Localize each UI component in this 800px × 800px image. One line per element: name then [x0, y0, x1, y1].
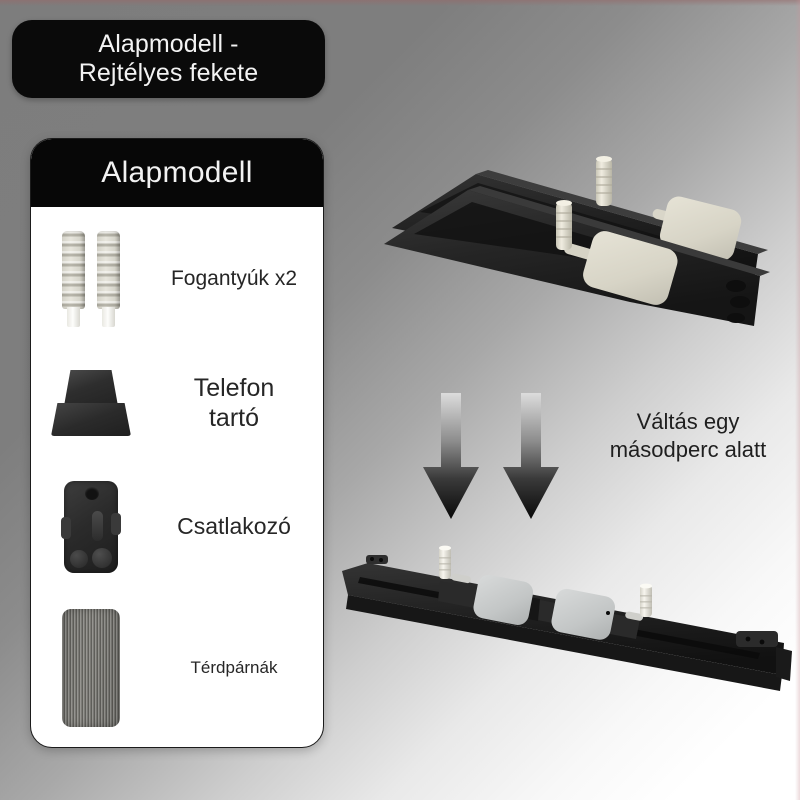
phone-holder-icon: [31, 370, 151, 436]
knee-pad-icon: [31, 609, 151, 727]
pads: [451, 573, 644, 640]
parts-list-item: Telefon tartó: [31, 345, 323, 461]
handle-post-right: [640, 583, 652, 617]
parts-card-body: Fogantyúk x2 Telefon tartó: [31, 207, 323, 747]
holder-lower-shape: [51, 403, 131, 436]
speed-caption: Váltás egy másodperc alatt: [609, 409, 767, 463]
handle-icon-right: [97, 231, 120, 327]
down-arrow-icon-right: [503, 393, 559, 519]
connector-boss-left: [70, 550, 88, 568]
down-arrow-icon-left: [423, 393, 479, 519]
parts-list-item-label: Fogantyúk x2: [170, 267, 298, 291]
handle-icon-left: [62, 231, 85, 327]
handle-post-rear: [596, 156, 612, 206]
parts-list-item-label: Csatlakozó: [177, 513, 291, 540]
parts-list-item-label: Térdpárnák: [190, 657, 278, 677]
parts-list-item: Térdpárnák: [31, 593, 323, 743]
connector-tab-left: [61, 517, 71, 539]
title-badge-text: Alapmodell - Rejtélyes fekete: [78, 29, 259, 88]
connector-boss-right: [92, 548, 112, 568]
handle-post-front: [556, 200, 572, 250]
parts-list-item: Fogantyúk x2: [31, 215, 323, 343]
parts-list-item: Csatlakozó: [31, 465, 323, 589]
product-render-bottom: [342, 545, 792, 691]
holder-upper-shape: [64, 370, 118, 406]
parts-list-item-label: Telefon tartó: [193, 374, 275, 432]
transform-arrows: [418, 393, 568, 523]
product-render-top: [384, 156, 770, 326]
ribbed-handles-pair-icon: [31, 231, 151, 327]
connector-bracket-icon: [31, 481, 151, 573]
handle-post-left: [439, 545, 451, 579]
parts-card-header: Alapmodell: [31, 139, 323, 207]
parts-card-title: Alapmodell: [101, 156, 253, 189]
parts-card: Alapmodell Fogantyúk x2: [30, 138, 324, 748]
title-badge: Alapmodell - Rejtélyes fekete: [12, 20, 325, 98]
connector-ridge: [92, 511, 103, 541]
connector-tab-right: [111, 513, 121, 535]
top-edge-tint: [0, 0, 800, 6]
connector-hole-icon: [85, 487, 99, 500]
rail-front: [384, 186, 770, 326]
